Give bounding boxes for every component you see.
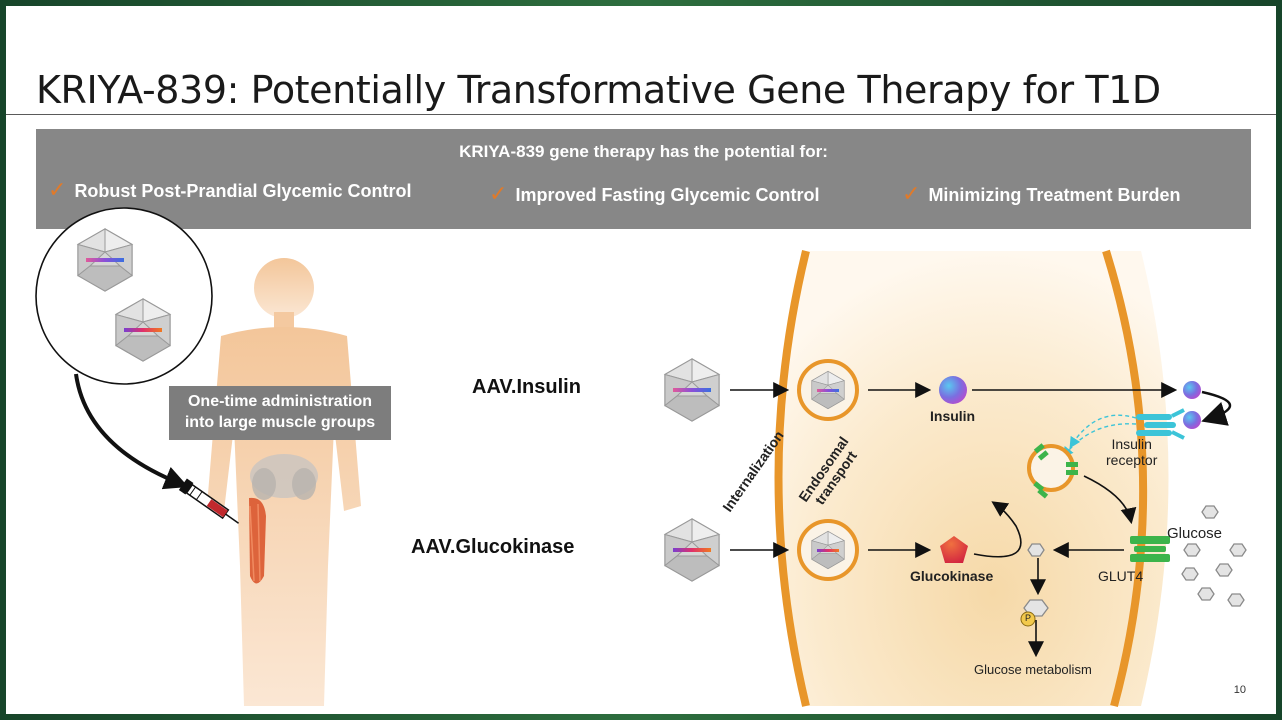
glut4-transporter-icon [1130, 536, 1170, 562]
benefit-item: ✓ Minimizing Treatment Burden [902, 181, 1180, 207]
syringe-icon [178, 478, 240, 524]
insulin-receptor-icon [1136, 408, 1185, 440]
benefit-label: Improved Fasting Glycemic Control [515, 185, 820, 205]
insulin-label: Insulin [930, 408, 976, 424]
benefit-label: Minimizing Treatment Burden [928, 185, 1181, 205]
capsid-magnifier [35, 207, 213, 385]
benefits-banner: KRIYA-839 gene therapy has the potential… [36, 129, 1251, 229]
cell-membrane [774, 249, 1169, 708]
glucokinase-label: Glucokinase [910, 568, 994, 584]
page-number: 10 [1233, 684, 1246, 696]
checkmark-icon: ✓ [902, 181, 921, 206]
slide: KRIYA-839: Potentially Transformative Ge… [6, 6, 1276, 714]
insulin-receptor-label: Insulin receptor [1106, 436, 1157, 468]
human-body-figure [207, 258, 361, 706]
benefit-label: Robust Post-Prandial Glycemic Control [74, 181, 412, 201]
phosphate-icon [1020, 611, 1036, 627]
callout-line: One-time administration [187, 393, 373, 410]
phosphate-label: P [1025, 613, 1032, 623]
callout-line: into large muscle groups [184, 414, 376, 431]
aav-insulin-label: AAV.Insulin [472, 376, 581, 398]
insulin-molecule [939, 376, 967, 404]
administration-callout: One-time administration into large muscl… [169, 386, 391, 440]
checkmark-icon: ✓ [489, 181, 508, 206]
benefit-item: ✓ Robust Post-Prandial Glycemic Control [48, 177, 412, 203]
benefit-item: ✓ Improved Fasting Glycemic Control [489, 181, 820, 207]
glucokinase-icon [940, 536, 968, 563]
receptor-line: receptor [1106, 452, 1158, 468]
glut4-vesicle [1027, 443, 1078, 499]
title-divider [6, 114, 1276, 115]
diagram-graphics [35, 207, 1247, 708]
page-title: KRIYA-839: Potentially Transformative Ge… [36, 68, 1161, 112]
glut4-label: GLUT4 [1098, 568, 1144, 584]
checkmark-icon: ✓ [48, 177, 67, 202]
aav-glucokinase-label: AAV.Glucokinase [411, 536, 575, 558]
banner-heading: KRIYA-839 gene therapy has the potential… [459, 142, 828, 161]
glucose-label: Glucose [1167, 525, 1223, 542]
receptor-line: Insulin [1111, 436, 1152, 452]
glucose-metabolism-label: Glucose metabolism [974, 662, 1092, 677]
